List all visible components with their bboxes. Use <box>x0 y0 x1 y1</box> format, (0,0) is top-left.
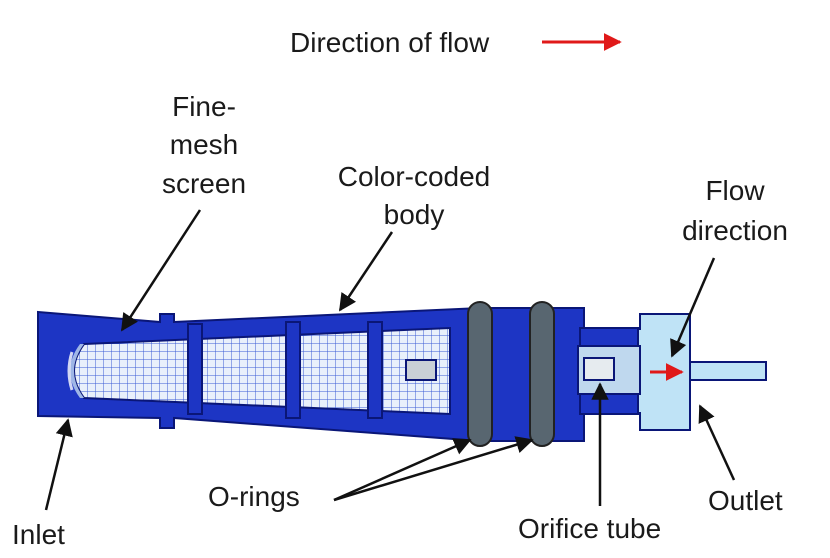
label-flow-line2: direction <box>682 215 788 246</box>
label-fine-line3: screen <box>162 168 246 199</box>
label-color-line1: Color-coded <box>338 161 491 192</box>
leader-inlet <box>44 418 73 511</box>
label-orifice-tube: Orifice tube <box>518 513 661 544</box>
label-fine-line2: mesh <box>170 129 238 160</box>
mesh-ribs <box>187 321 383 419</box>
leader-outlet <box>698 404 736 481</box>
fine-mesh-screen <box>67 326 451 416</box>
leader-color-coded-body <box>338 231 394 312</box>
label-inlet: Inlet <box>12 519 65 550</box>
label-color-line2: body <box>384 199 445 230</box>
legend-text: Direction of flow <box>290 27 490 58</box>
label-fine-mesh-screen: Fine- mesh screen <box>162 91 246 199</box>
o-rings <box>467 301 555 447</box>
orifice-tube <box>577 345 641 395</box>
label-outlet: Outlet <box>708 485 783 516</box>
leader-o-ring-2 <box>333 436 534 502</box>
label-color-coded-body: Color-coded body <box>338 161 491 230</box>
label-fine-line1: Fine- <box>172 91 236 122</box>
leader-fine-mesh <box>120 209 202 332</box>
inner-tube-end <box>405 359 437 381</box>
leader-flow-direction <box>670 257 716 358</box>
label-flow-direction: Flow direction <box>682 175 788 246</box>
label-o-rings: O-rings <box>208 481 300 512</box>
leader-o-ring-1 <box>333 438 472 502</box>
label-flow-line1: Flow <box>705 175 765 206</box>
